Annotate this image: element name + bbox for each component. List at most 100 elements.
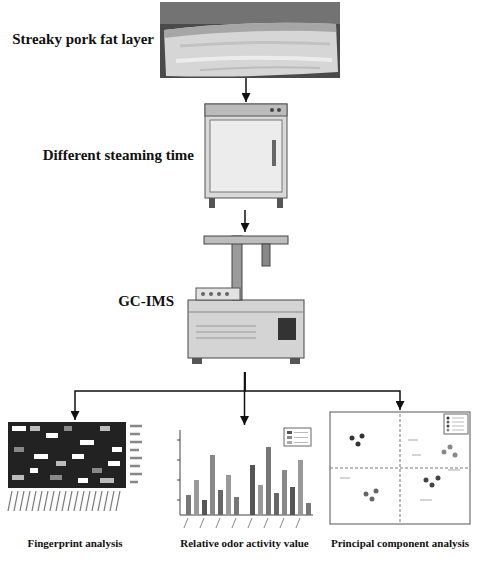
gc-ims-instrument-part: [217, 292, 221, 296]
stage-label: Fingerprint analysis: [27, 537, 122, 550]
fingerprint-heatmap-part: [46, 433, 58, 438]
fingerprint-heatmap-part: [72, 454, 84, 459]
steamer-cabinet-part: [205, 104, 287, 116]
steamer-cabinet: [205, 104, 287, 208]
fingerprint-heatmap-part: [80, 440, 94, 445]
pca-plot-part: [364, 492, 369, 497]
stage-label: Streaky pork fat layer: [12, 31, 154, 48]
bar-chart-part: [294, 433, 308, 443]
bar-chart-part: [287, 431, 292, 434]
flow-arrow: [245, 372, 400, 410]
pork-photo-part: [160, 2, 340, 78]
steamer-cabinet-part: [210, 120, 282, 192]
gc-ims-instrument: [188, 236, 304, 364]
pork-photo-part: [200, 67, 320, 70]
bar-chart-part: [226, 475, 231, 515]
pca-plot-part: [400, 414, 401, 524]
bar-chart-part: [284, 428, 311, 446]
pca-plot-part: [447, 425, 450, 428]
fingerprint-heatmap-part: [12, 426, 26, 431]
pork-photo: [160, 2, 340, 78]
gc-ims-instrument-part: [201, 292, 205, 296]
bar-chart-part: [250, 465, 255, 515]
fingerprint-heatmap-part: [112, 447, 122, 452]
bar-chart-part: [194, 480, 199, 515]
bar-chart-part: [282, 470, 287, 515]
bar-chart-part: [287, 436, 292, 439]
fingerprint-heatmap-part: [50, 475, 62, 480]
gc-ims-instrument-part: [204, 236, 288, 244]
bar-chart-part: [306, 503, 311, 515]
fingerprint-heatmap-part: [92, 468, 102, 473]
steamer-cabinet-part: [277, 108, 281, 112]
gc-ims-instrument-part: [278, 318, 296, 340]
fingerprint-heatmap-part: [78, 478, 88, 483]
fingerprint-heatmap-part: [100, 478, 114, 483]
pca-plot-part: [452, 418, 464, 430]
pca-plot-part: [370, 497, 375, 502]
pork-photo-part: [164, 23, 336, 38]
pca-plot-part: [330, 412, 470, 524]
pork-photo-part: [164, 23, 338, 77]
fingerprint-heatmap-part: [8, 422, 126, 488]
gc-ims-instrument-part: [209, 292, 213, 296]
stage-node: Different steaming time: [200, 102, 292, 210]
bar-chart-part: [266, 447, 271, 515]
fingerprint-heatmap-part: [100, 426, 110, 431]
pca-plot-part: [356, 442, 361, 447]
bar-chart-part: [274, 493, 279, 515]
pca-plot-part: [442, 450, 447, 455]
bar-chart: [177, 428, 313, 528]
steamer-cabinet-part: [205, 104, 287, 198]
bar-chart-part: [258, 485, 263, 515]
stage-label: Relative odor activity value: [180, 537, 308, 550]
bar-chart-part: [184, 518, 300, 528]
steamer-cabinet-part: [209, 198, 215, 208]
steamer-cabinet-part: [272, 140, 276, 166]
gc-ims-instrument-part: [188, 300, 304, 358]
fingerprint-heatmap-part: [30, 468, 38, 473]
fingerprint-heatmap-part: [30, 426, 40, 431]
fingerprint-heatmap-part: [12, 475, 24, 480]
gc-ims-instrument-part: [225, 292, 229, 296]
pca-plot-part: [448, 445, 453, 450]
stage-node: Fingerprint analysis: [5, 420, 145, 530]
fingerprint-heatmap-part: [108, 461, 120, 466]
bar-chart-part: [234, 497, 239, 515]
bar-chart-part: [186, 495, 191, 515]
pca-plot-part: [424, 478, 429, 483]
steamer-cabinet-part: [277, 198, 283, 208]
pca-plot-part: [340, 440, 460, 500]
pca-plot-part: [350, 436, 355, 441]
steamer-cabinet-part: [270, 108, 274, 112]
gc-ims-instrument-part: [196, 288, 240, 300]
pca-plot: [330, 412, 470, 524]
fingerprint-heatmap-part: [8, 491, 120, 511]
pork-photo-part: [180, 42, 330, 46]
stage-node: GC-IMS: [180, 232, 310, 372]
flow-arrow: [75, 372, 245, 420]
pork-photo-part: [176, 58, 332, 61]
bar-chart-part: [202, 500, 207, 515]
bar-chart-part: [177, 440, 180, 500]
pca-plot-part: [453, 453, 458, 458]
pca-plot-part: [360, 434, 365, 439]
bar-chart-part: [290, 487, 295, 515]
stage-label: Different steaming time: [43, 147, 194, 164]
pca-plot-part: [444, 414, 468, 434]
gc-ims-instrument-part: [196, 326, 256, 338]
gc-ims-instrument-part: [290, 358, 300, 364]
flow-arrow: [245, 78, 247, 102]
pork-photo-part: [160, 2, 340, 24]
gc-ims-instrument-part: [188, 312, 304, 313]
fingerprint-heatmap-part: [130, 426, 142, 482]
fingerprint-heatmap-part: [56, 461, 66, 466]
pca-plot-part: [436, 476, 441, 481]
bar-chart-part: [218, 490, 223, 515]
pca-plot-part: [447, 429, 450, 432]
pca-plot-part: [330, 468, 470, 469]
gc-ims-instrument-part: [192, 358, 202, 364]
flow-arrow: [244, 210, 246, 232]
